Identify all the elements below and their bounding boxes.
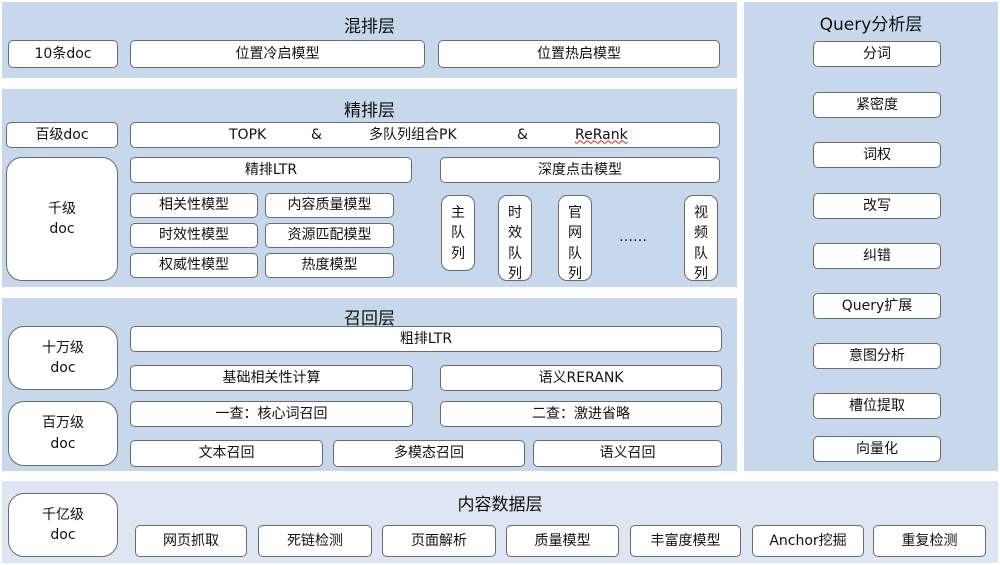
model-authority: 权威性模型 <box>130 253 258 278</box>
query-item-expansion: Query扩展 <box>813 293 941 319</box>
fine-rank-layer-panel: 精排层 百级doc TOPK & 多队列组合PK & ReRank 千级 doc… <box>2 89 737 287</box>
deep-click-model: 深度点击模型 <box>440 157 720 183</box>
hundred-billion-line1: 千亿级 <box>42 506 84 523</box>
content-item-page-parse: 页面解析 <box>382 525 496 557</box>
content-data-layer-panel: 内容数据层 千亿级 doc 网页抓取 死链检测 页面解析 质量模型 丰富度模型 … <box>2 481 998 563</box>
million-line2: doc <box>50 435 76 452</box>
basic-relevance-calc: 基础相关性计算 <box>130 365 413 391</box>
queue-main: 主队列 <box>441 195 475 271</box>
thousand-doc-count: 千级 doc <box>6 157 118 281</box>
semantic-recall: 语义召回 <box>533 440 722 467</box>
text-recall: 文本召回 <box>130 440 323 467</box>
hundred-thousand-doc-count: 十万级 doc <box>8 326 118 390</box>
hundred-thousand-line2: doc <box>50 360 76 376</box>
content-item-web-crawl: 网页抓取 <box>135 525 247 557</box>
rerank-label: ReRank <box>575 126 628 143</box>
model-resource-match: 资源匹配模型 <box>265 223 394 248</box>
queue-ellipsis: …… <box>619 228 647 245</box>
million-doc-count: 百万级 doc <box>8 401 118 466</box>
pk-bar: TOPK & 多队列组合PK & ReRank <box>130 122 720 148</box>
query-item-slot-extraction: 槽位提取 <box>813 393 941 419</box>
rerank-layer-panel: 混排层 10条doc 位置冷启模型 位置热启模型 <box>2 2 737 78</box>
hundred-thousand-line1: 十万级 <box>42 339 84 356</box>
query-item-intent-analysis: 意图分析 <box>813 343 941 369</box>
queue-official-site: 官网队列 <box>558 195 592 282</box>
recall-layer-panel: 召回层 十万级 doc 百万级 doc 粗排LTR 基础相关性计算 语义RERA… <box>2 298 737 471</box>
queue-video: 视频队列 <box>684 195 718 282</box>
query-layer-title: Query分析层 <box>819 15 923 35</box>
hundred-billion-doc-count: 千亿级 doc <box>8 493 118 557</box>
ampersand-2: & <box>517 126 528 143</box>
queue-main-label: 主队列 <box>451 205 465 262</box>
second-lookup-aggressive-omit: 二查：激进省略 <box>440 401 722 427</box>
content-item-duplicate-detect: 重复检测 <box>873 525 986 557</box>
query-item-segmentation: 分词 <box>813 41 941 67</box>
fine-rank-doc-count: 百级doc <box>6 122 118 148</box>
multi-queue-pk-label: 多队列组合PK <box>369 126 457 143</box>
query-item-rewrite: 改写 <box>813 193 941 219</box>
position-cold-start-model: 位置冷启模型 <box>130 40 425 68</box>
semantic-rerank: 语义RERANK <box>440 365 722 391</box>
fine-rank-layer-title: 精排层 <box>344 101 395 121</box>
rerank-layer-title: 混排层 <box>344 17 395 37</box>
query-item-vectorization: 向量化 <box>813 436 941 462</box>
ampersand-1: & <box>311 126 322 143</box>
hundred-billion-line2: doc <box>50 527 76 543</box>
query-item-tightness: 紧密度 <box>813 92 941 118</box>
model-popularity: 热度模型 <box>265 253 394 278</box>
query-item-term-weight: 词权 <box>813 142 941 168</box>
queue-timeliness: 时效队列 <box>498 195 532 282</box>
thousand-count-line1: 千级 <box>48 200 76 217</box>
content-item-dead-link-detect: 死链检测 <box>258 525 372 557</box>
first-lookup-core-recall: 一查：核心词召回 <box>130 401 413 427</box>
coarse-rank-ltr: 粗排LTR <box>130 326 722 352</box>
million-line1: 百万级 <box>42 415 84 432</box>
model-content-quality: 内容质量模型 <box>265 193 394 218</box>
content-item-richness-model: 丰富度模型 <box>630 525 741 557</box>
multimodal-recall: 多模态召回 <box>333 440 525 467</box>
query-analysis-layer-panel: Query分析层 分词 紧密度 词权 改写 纠错 Query扩展 意图分析 槽位… <box>744 2 998 471</box>
content-item-anchor-mining: Anchor挖掘 <box>752 525 864 557</box>
queue-timeliness-label: 时效队列 <box>508 205 522 282</box>
content-layer-title: 内容数据层 <box>457 495 543 515</box>
query-item-correction: 纠错 <box>813 243 941 269</box>
queue-official-site-label: 官网队列 <box>568 205 582 282</box>
fine-rank-ltr: 精排LTR <box>130 157 412 183</box>
thousand-count-line2: doc <box>49 221 75 237</box>
content-item-quality-model: 质量模型 <box>506 525 619 557</box>
rerank-doc-count: 10条doc <box>8 40 118 68</box>
queue-video-label: 视频队列 <box>694 205 708 282</box>
position-hot-start-model: 位置热启模型 <box>438 40 720 68</box>
recall-layer-title: 召回层 <box>344 309 395 329</box>
model-relevance: 相关性模型 <box>130 193 258 218</box>
model-timeliness: 时效性模型 <box>130 223 258 248</box>
topk-label: TOPK <box>229 126 267 143</box>
